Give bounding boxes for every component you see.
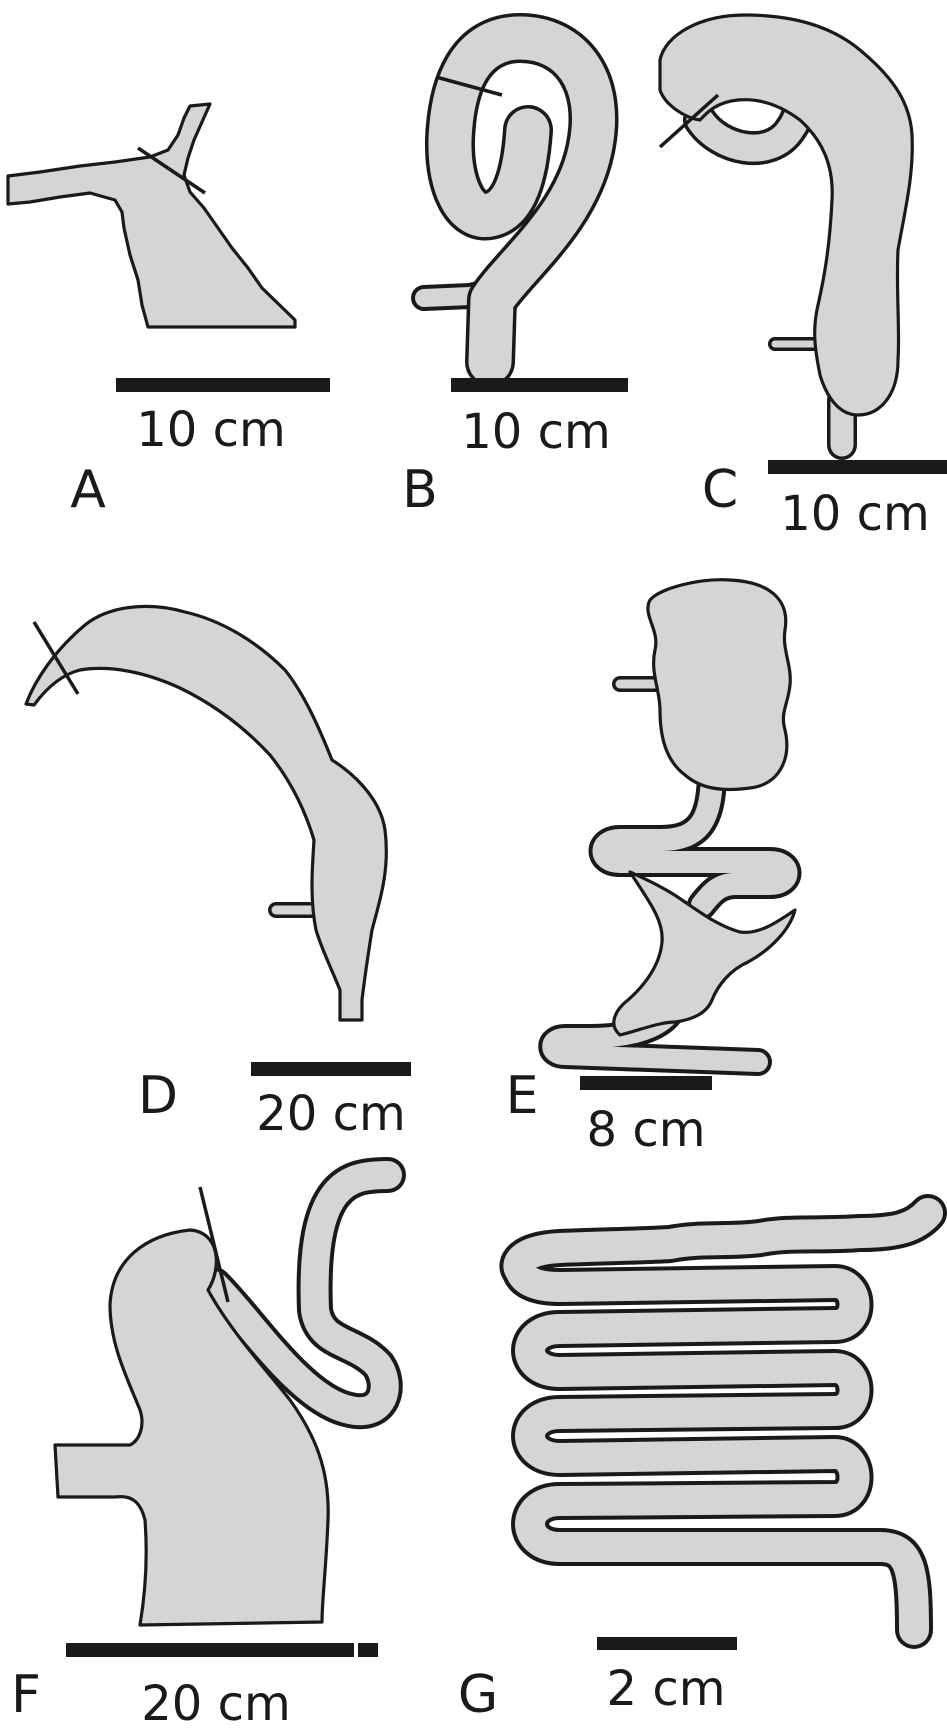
panel-g-letter: G [458, 1665, 498, 1725]
panel-a-letter: A [70, 460, 106, 520]
panel-f-scale-bar-tick [358, 1643, 378, 1657]
panel-c-letter: C [702, 460, 738, 520]
panel-e: 8 cm E [506, 580, 795, 1158]
panel-d-letter: D [138, 1066, 178, 1126]
panel-g: 2 cm G [458, 1213, 928, 1725]
panel-f-scale-bar [66, 1643, 354, 1657]
panel-e-scale-label: 8 cm [587, 1102, 706, 1158]
panel-b: 10 cm B [402, 38, 628, 520]
panel-g-intestine-inner [518, 1213, 928, 1630]
panel-a-scale-label: 10 cm [136, 402, 285, 458]
panel-a-scale-bar [116, 378, 330, 392]
panel-a: 10 cm A [8, 104, 330, 520]
panel-e-stomach [648, 580, 790, 790]
panel-a-organ [8, 104, 295, 327]
panel-c: 10 cm C [660, 15, 947, 542]
panel-b-scale-bar [451, 378, 628, 392]
panel-f-scale-label: 20 cm [141, 1676, 290, 1732]
panel-e-intestine-inner [604, 770, 787, 905]
panel-g-scale-bar [597, 1637, 737, 1650]
panel-b-letter-visible: B [402, 460, 438, 520]
panel-c-organ [660, 15, 912, 415]
panel-f-letter: F [11, 1665, 41, 1725]
panel-g-scale-label: 2 cm [607, 1661, 726, 1717]
panel-f-organ [55, 1230, 328, 1625]
panel-e-letter: E [506, 1066, 539, 1126]
panel-d: 20 cm D [26, 606, 411, 1142]
panel-e-scale-bar [580, 1076, 712, 1090]
panel-b-scale-label: 10 cm [461, 404, 610, 460]
panel-d-scale-label: 20 cm [256, 1086, 405, 1142]
panel-c-scale-bar [768, 460, 947, 474]
panel-d-scale-bar [251, 1062, 411, 1076]
panel-f: 20 cm F [11, 1175, 388, 1732]
panel-c-scale-label: 10 cm [780, 486, 929, 542]
panel-d-organ [26, 606, 386, 1020]
